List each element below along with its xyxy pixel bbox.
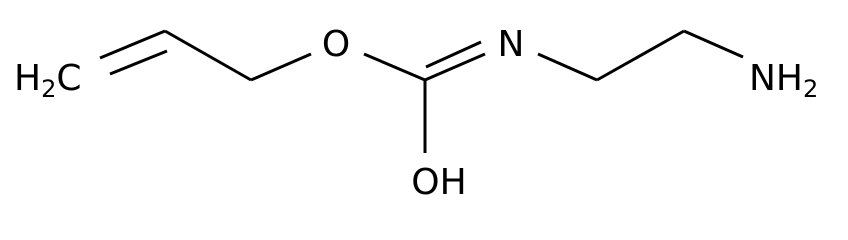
- atom-nh2-main: NH: [749, 58, 803, 99]
- atom-nh2-sub: 2: [803, 75, 818, 103]
- bond-n-c5: [537, 52, 598, 82]
- atom-labels: H2C O N OH NH2: [14, 24, 818, 203]
- atom-nh2: NH2: [749, 58, 818, 103]
- bond-c6-nh2: [683, 29, 744, 59]
- bond-o-c4: [363, 52, 426, 82]
- bond-c4-n-inner: [425, 40, 482, 69]
- bond-c1-c2-inner: [109, 49, 168, 76]
- bond-c5-c6: [596, 29, 685, 82]
- atom-n-imine: N: [498, 24, 525, 65]
- atom-h2c: H2C: [14, 58, 82, 103]
- bond-c1-c2-main: [99, 29, 166, 60]
- structure-canvas: H2C O N OH NH2: [14, 24, 818, 203]
- atom-h2c-sub: 2: [41, 75, 56, 103]
- molecule-diagram: H2C O N OH NH2: [14, 24, 818, 203]
- atom-h2c-main: H: [14, 58, 41, 99]
- bond-c3-o: [250, 52, 312, 82]
- atom-oh: OH: [411, 162, 466, 203]
- bond-c4-n-main: [424, 52, 486, 82]
- atom-o-ether: O: [322, 24, 350, 65]
- bond-c2-c3: [164, 29, 252, 82]
- atom-h2c-tail: C: [56, 58, 81, 99]
- bonds: [99, 29, 744, 153]
